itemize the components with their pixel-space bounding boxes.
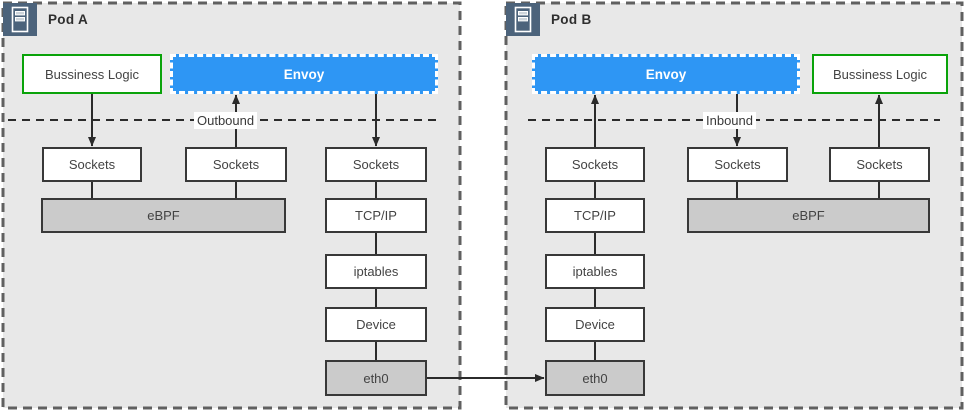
node-device: Device — [545, 307, 645, 342]
node-iptables: iptables — [325, 254, 427, 289]
node-sockets: Sockets — [545, 147, 645, 182]
pod-b-header: Pod B — [506, 3, 592, 36]
node-sockets: Sockets — [185, 147, 287, 182]
pod-a-connectors — [88, 94, 380, 360]
outbound-label: Outbound — [194, 112, 258, 129]
node-tcpip: TCP/IP — [545, 198, 645, 233]
node-device: Device — [325, 307, 427, 342]
pod-a-header: Pod A — [3, 3, 88, 36]
node-envoy: Envoy — [170, 54, 438, 94]
pod-b-title: Pod B — [551, 12, 592, 27]
pod-a-title: Pod A — [48, 12, 88, 27]
node-ebpf: eBPF — [687, 198, 930, 233]
node-envoy: Envoy — [532, 54, 800, 94]
pod-b-connectors — [591, 94, 883, 360]
server-rack-icon — [3, 3, 37, 36]
node-ebpf: eBPF — [41, 198, 286, 233]
node-sockets: Sockets — [325, 147, 427, 182]
node-sockets: Sockets — [829, 147, 930, 182]
inbound-label: Inbound — [703, 112, 756, 129]
node-business-logic: Bussiness Logic — [812, 54, 948, 94]
node-eth0: eth0 — [545, 360, 645, 396]
server-rack-icon — [506, 3, 540, 36]
node-eth0: eth0 — [325, 360, 427, 396]
node-iptables: iptables — [545, 254, 645, 289]
node-business-logic: Bussiness Logic — [22, 54, 162, 94]
node-sockets: Sockets — [687, 147, 788, 182]
node-sockets: Sockets — [42, 147, 142, 182]
node-tcpip: TCP/IP — [325, 198, 427, 233]
